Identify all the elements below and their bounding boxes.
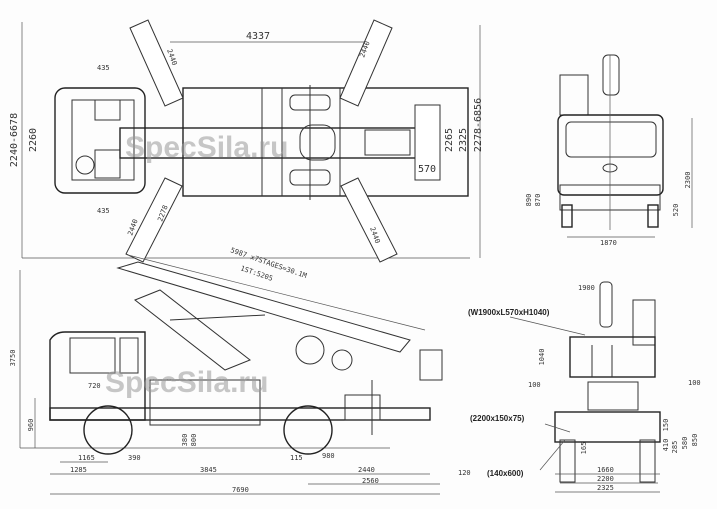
cab-side <box>49 331 146 421</box>
dim-2325: 2325 <box>458 128 469 152</box>
watermark-side: SpecSila.ru <box>105 366 268 399</box>
dim-2200: 2200 <box>597 475 614 483</box>
dim-570: 570 <box>418 164 436 175</box>
dim-cab-width: 2260 <box>28 128 39 152</box>
dim-2440: 2440 <box>358 466 375 474</box>
front-wheel <box>83 405 133 455</box>
dim-1900: 1900 <box>578 284 595 292</box>
dim-380: 380 <box>181 434 189 447</box>
dim-100-left: 100 <box>528 381 541 389</box>
cab-mark-720: 720 <box>88 382 101 390</box>
dim-850: 850 <box>691 434 699 447</box>
dim-150: 150 <box>662 419 670 432</box>
side-view: 720 5987 x7STAGES=30.1M 1ST:5205 SpecSil… <box>9 246 471 495</box>
dim-1040: 1040 <box>538 349 546 366</box>
dim-120: 120 <box>458 469 471 477</box>
dim-520: 520 <box>672 204 680 217</box>
watermark: SpecSila.ru <box>125 131 288 164</box>
rear-body <box>554 411 661 443</box>
front-view: 890 870 520 2300 1870 <box>525 54 693 247</box>
top-view: 4337 2240-6678 2260 2265 2325 2278-6856 … <box>9 19 484 263</box>
rear-wheel <box>283 405 333 455</box>
dim-width-range-left: 2240-6678 <box>9 113 20 167</box>
dim-390: 390 <box>128 454 141 462</box>
dim-3845: 3845 <box>200 466 217 474</box>
dim-410: 410 <box>662 439 670 452</box>
basket-spec: (W1900xL570xH1040) <box>468 308 550 317</box>
dim-3750: 3750 <box>9 350 17 367</box>
pad-spec: (2200x150x75) <box>470 414 525 423</box>
truck-body-top <box>182 87 469 197</box>
plate-spec: (140x600) <box>487 469 524 478</box>
chassis <box>49 407 431 421</box>
boom-side <box>116 261 411 353</box>
dim-4337: 4337 <box>246 31 270 42</box>
rear-view: 1900 (W1900xL570xH1040) 1040 100 100 (22… <box>468 281 701 493</box>
dim-435-top: 435 <box>97 64 110 72</box>
dim-1285: 1285 <box>70 466 87 474</box>
dim-800: 800 <box>190 434 198 447</box>
dim-435-bottom: 435 <box>97 207 110 215</box>
basket-side <box>419 349 443 381</box>
dim-165: 165 <box>580 442 588 455</box>
dim-1870: 1870 <box>600 239 617 247</box>
dim-580: 580 <box>681 437 689 450</box>
dim-285: 285 <box>671 441 679 454</box>
dim-100-right: 100 <box>688 379 701 387</box>
dim-2265: 2265 <box>444 128 455 152</box>
cab-top <box>54 87 146 194</box>
dim-1660: 1660 <box>597 466 614 474</box>
dim-2300: 2300 <box>684 172 692 189</box>
outriggers-top <box>125 19 398 263</box>
dim-7690: 7690 <box>232 486 249 494</box>
basket-top <box>414 104 441 181</box>
dim-870: 870 <box>534 194 542 207</box>
dim-2560: 2560 <box>362 477 379 485</box>
dim-960: 960 <box>27 419 35 432</box>
cab-front <box>557 114 664 196</box>
dim-1165: 1165 <box>78 454 95 462</box>
dim-890: 890 <box>525 194 533 207</box>
dim-980: 980 <box>322 452 335 460</box>
dim-115: 115 <box>290 454 303 462</box>
dim-2325: 2325 <box>597 484 614 492</box>
dim-width-range-right: 2278-6856 <box>473 98 484 152</box>
